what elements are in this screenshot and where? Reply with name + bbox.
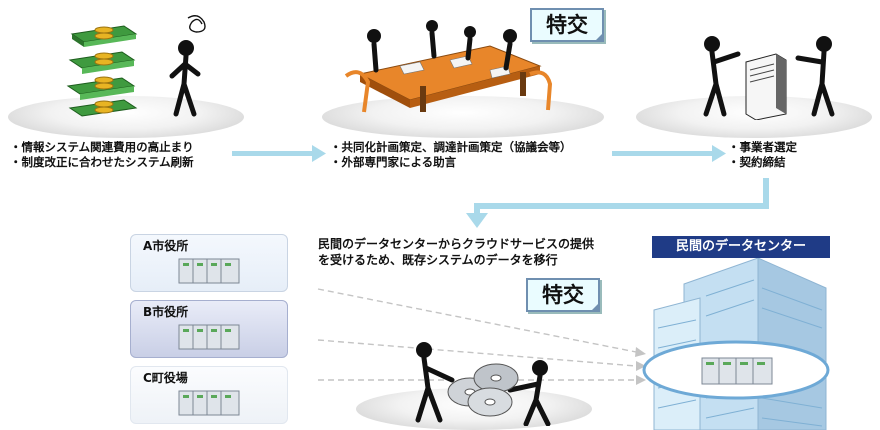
office-a-label: A市役所 — [143, 239, 189, 253]
office-a: A市役所 — [130, 234, 288, 292]
step3-line2: ・契約締結 — [728, 155, 786, 169]
step2-line1: ・共同化計画策定、調達計画策定（協議会等） — [330, 140, 572, 154]
datacenter-building-illustration — [642, 258, 830, 430]
special-allocation-badge-middle: 特交 — [526, 278, 600, 312]
office-c-label: C町役場 — [143, 371, 188, 385]
step1-line2: ・制度改正に合わせたシステム刷新 — [10, 155, 194, 169]
meeting-table-illustration — [344, 20, 553, 113]
cost-pile-illustration — [66, 25, 138, 117]
step3-caption: ・事業者選定 ・契約締結 — [728, 140, 797, 170]
data-transfer-illustration — [415, 342, 551, 426]
datacenter-title: 民間のデータセンター — [652, 236, 830, 258]
office-c: C町役場 — [130, 366, 288, 424]
special-allocation-badge-top: 特交 — [530, 8, 604, 42]
step3-line1: ・事業者選定 — [728, 140, 797, 154]
step2-caption: ・共同化計画策定、調達計画策定（協議会等） ・外部専門家による助言 — [330, 140, 572, 170]
migration-text-line1: 民間のデータセンターからクラウドサービスの提供 — [318, 237, 595, 251]
server-rack-icon — [178, 258, 240, 284]
stage-step2 — [322, 96, 604, 138]
office-b: B市役所 — [130, 300, 288, 358]
office-b-label: B市役所 — [143, 305, 189, 319]
worried-person-icon — [169, 15, 206, 117]
server-rack-icon — [178, 390, 240, 416]
migration-text-line2: を受けるため、既存システムのデータを移行 — [318, 253, 558, 267]
step1-caption: ・情報システム関連費用の高止まり ・制度改正に合わせたシステム刷新 — [10, 140, 194, 170]
contract-illustration — [703, 36, 835, 120]
step2-line2: ・外部専門家による助言 — [330, 155, 457, 169]
server-rack-icon — [178, 324, 240, 350]
migration-text: 民間のデータセンターからクラウドサービスの提供 を受けるため、既存システムのデー… — [318, 236, 594, 268]
step1-line1: ・情報システム関連費用の高止まり — [10, 140, 194, 154]
